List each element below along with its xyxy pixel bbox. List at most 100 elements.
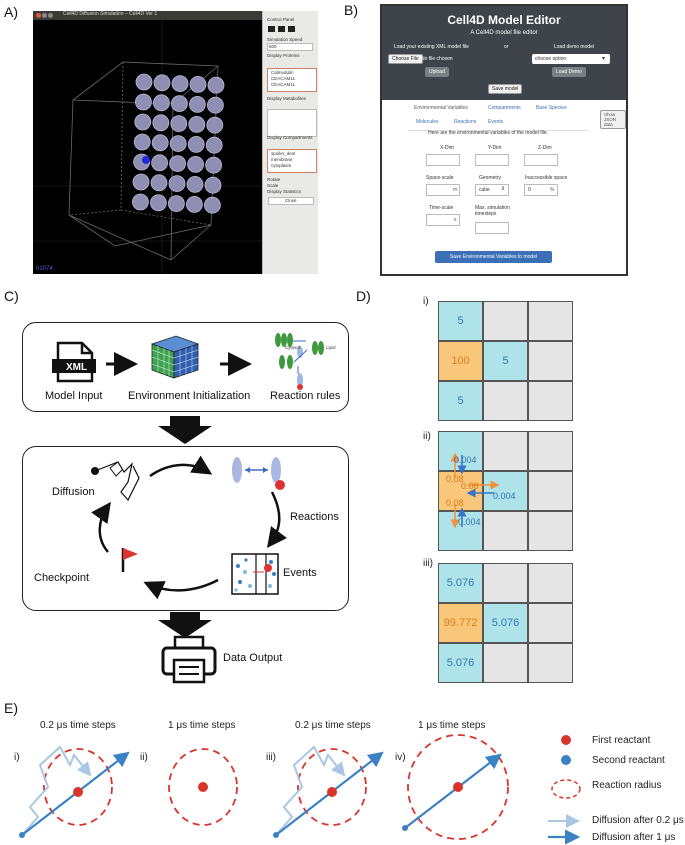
cycle-arrow-icon xyxy=(267,491,287,549)
xdim-input[interactable] xyxy=(426,154,460,166)
max-steps-input[interactable] xyxy=(475,222,509,234)
molecule-sphere xyxy=(185,195,203,213)
rotate-option[interactable]: Rotate xyxy=(267,177,281,182)
close-button[interactable]: Close xyxy=(268,197,314,205)
grid-cell: 5 xyxy=(483,341,528,381)
legend-second: Second reactant xyxy=(592,755,665,766)
compartment-list[interactable]: spoiler_dest membrane cytoplasm xyxy=(267,149,317,173)
tab-base-species[interactable]: Base Species xyxy=(536,105,567,111)
time-unit: s xyxy=(454,217,457,223)
stop-button[interactable] xyxy=(288,26,295,32)
molecule-sphere xyxy=(204,176,222,194)
space-scale-input[interactable]: m xyxy=(426,184,460,196)
frame-counter: 01074 xyxy=(36,266,53,272)
molecule-sphere xyxy=(170,95,188,112)
tab-events[interactable]: Events xyxy=(488,119,504,125)
diffusion-walk-icon xyxy=(91,461,140,502)
geometry-select[interactable]: cube ⇕ xyxy=(475,184,509,196)
geometry-value: cube xyxy=(479,187,490,193)
play-button[interactable] xyxy=(268,26,275,32)
molecule-sphere xyxy=(150,194,167,212)
grid-iii-label: iii) xyxy=(423,558,433,569)
panel-label-a: A) xyxy=(4,4,18,20)
center-value: 0.08 xyxy=(461,481,479,491)
time-scale-label: Time-scale xyxy=(429,205,454,211)
display-statistics-option[interactable]: Display Statistics xyxy=(267,189,302,194)
choose-file-button[interactable]: Choose File xyxy=(388,54,423,64)
show-json-button[interactable]: Show JSON data xyxy=(600,110,626,129)
cycle-arrow-icon xyxy=(91,501,111,553)
e-label-i: i) xyxy=(14,752,20,763)
reactions-label: Reactions xyxy=(290,511,339,523)
protein-item[interactable]: Calmodulin xyxy=(271,70,294,75)
compartment-cube xyxy=(68,61,219,261)
ydim-input[interactable] xyxy=(475,154,509,166)
molecule-sphere xyxy=(151,154,168,172)
grid-cell: 5.076 xyxy=(438,643,483,683)
compartment-item[interactable]: membrane xyxy=(271,157,293,162)
demo-select[interactable]: choose option ▾ xyxy=(532,54,610,64)
inaccessible-value: 0 xyxy=(528,187,531,193)
protein-item[interactable]: CEACAM1L xyxy=(271,82,296,87)
simulation-speed-label: Simulation Speed xyxy=(267,37,303,42)
close-window-icon[interactable] xyxy=(36,13,41,18)
legend-diff02: Diffusion after 0.2 μs xyxy=(592,815,684,826)
protein-list[interactable]: Calmodulin CEACAM1L CEACAM1L xyxy=(267,68,317,92)
window-titlebar: Cell4D Diffusion Simulation – Cell4D Ver… xyxy=(33,11,291,20)
legend-first-icon xyxy=(561,735,571,745)
load-demo-button[interactable]: Load Demo xyxy=(552,67,586,77)
display-proteins-label: Display Proteins xyxy=(267,53,300,58)
e-title-i: 0.2 μs time steps xyxy=(40,720,116,731)
metabolite-list[interactable] xyxy=(267,109,317,137)
simulation-viewport[interactable] xyxy=(33,20,263,274)
pause-button[interactable] xyxy=(278,26,285,32)
grid-cell: 5 xyxy=(438,301,483,341)
molecule-sphere xyxy=(132,173,150,191)
diffusion-label: Diffusion xyxy=(52,486,95,498)
grid-cell xyxy=(483,301,528,341)
molecule-sphere xyxy=(171,75,189,92)
molecule-sphere xyxy=(152,114,170,132)
grid-cell xyxy=(528,563,573,603)
model-editor: Cell4D Model Editor A Cell4D model file … xyxy=(380,4,628,276)
save-model-button[interactable]: Save model xyxy=(488,84,523,94)
e-title-iii: 0.2 μs time steps xyxy=(295,720,371,731)
tab-environmental-variables[interactable]: Environmental Variables xyxy=(414,105,468,111)
grid-cell xyxy=(528,301,573,341)
left-value: 0.08 xyxy=(446,474,464,484)
compartment-item[interactable]: cytoplasm xyxy=(271,163,292,168)
space-unit: m xyxy=(453,187,458,193)
checkpoint-flag-icon xyxy=(121,548,138,572)
save-env-button[interactable]: Save Environmental Variables to model xyxy=(435,251,552,263)
model-input-label: Model Input xyxy=(45,390,103,402)
compartment-item[interactable]: spoiler_dest xyxy=(271,151,296,156)
geometry-label: Geometry xyxy=(479,175,501,181)
speed-select[interactable]: 500 xyxy=(267,43,313,51)
close-button-label: Close xyxy=(285,198,297,203)
checkpoint-label: Checkpoint xyxy=(34,572,90,584)
scale-option[interactable]: Scale xyxy=(267,183,279,188)
ydim-label: Y-Dim xyxy=(488,145,502,151)
tab-molecules[interactable]: Molecules xyxy=(416,119,439,125)
maximize-window-icon[interactable] xyxy=(48,13,53,18)
time-scale-input[interactable]: s xyxy=(426,214,460,226)
workflow-graphics xyxy=(52,333,324,684)
minimize-window-icon[interactable] xyxy=(42,13,47,18)
e-label-iv: iv) xyxy=(395,752,406,763)
e-label-iii: iii) xyxy=(266,752,276,763)
events-icon xyxy=(231,553,279,595)
panel-label-e: E) xyxy=(4,700,18,716)
tab-compartments[interactable]: Compartments xyxy=(488,105,521,111)
display-metabolites-label: Display Metabolites xyxy=(267,96,307,101)
inaccessible-input[interactable]: 0 % xyxy=(524,184,558,196)
reaction-rules-label: Reaction rules xyxy=(270,390,341,402)
protein-item[interactable]: CEACAM1L xyxy=(271,76,296,81)
reaction-rules-icon xyxy=(275,333,324,390)
simulation-window: Cell4D Diffusion Simulation – Cell4D Ver… xyxy=(33,11,291,274)
zdim-input[interactable] xyxy=(524,154,558,166)
legend-first: First reactant xyxy=(592,735,651,746)
molecule-sphere xyxy=(206,96,224,114)
upload-button[interactable]: Upload xyxy=(425,67,449,77)
tab-reactions[interactable]: Reactions xyxy=(454,119,477,125)
molecule-sphere xyxy=(187,136,205,153)
